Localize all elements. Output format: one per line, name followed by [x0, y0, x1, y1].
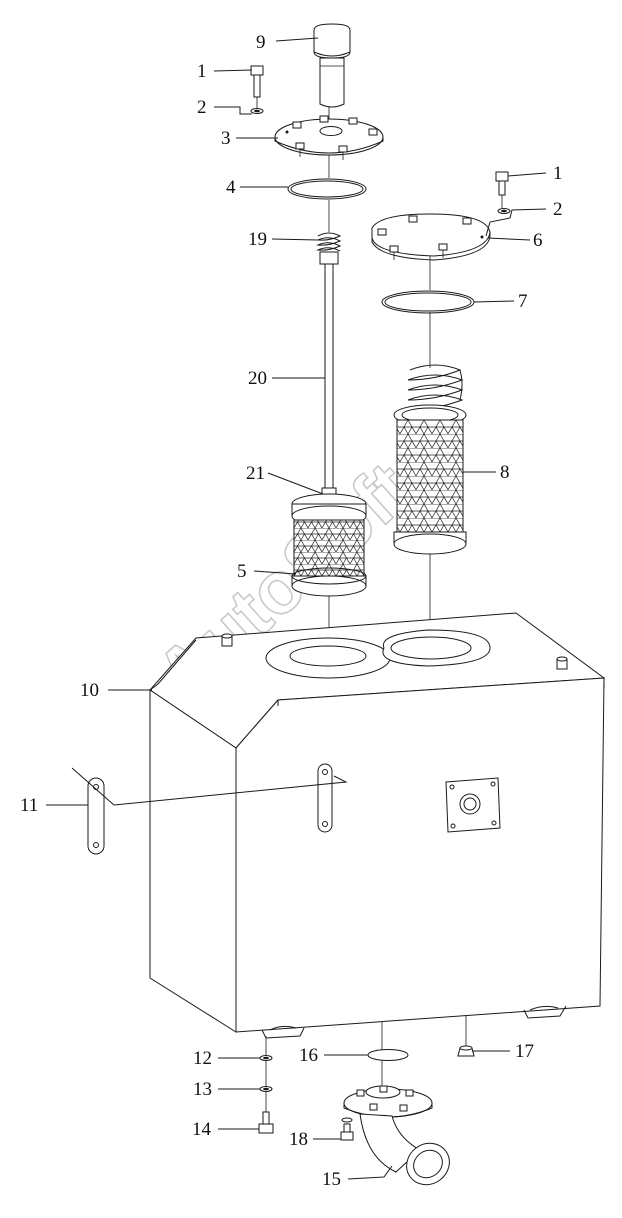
callout-11: 11	[20, 795, 38, 816]
callout-18: 18	[289, 1129, 308, 1150]
bolt-14	[258, 1111, 274, 1134]
callout-1-right: 1	[553, 163, 563, 184]
washer-13	[259, 1086, 273, 1092]
tank-body	[149, 612, 606, 1039]
bolt-18	[340, 1117, 354, 1141]
mounting-strap	[87, 777, 105, 855]
callout-14: 14	[192, 1119, 212, 1140]
callout-19: 19	[248, 229, 267, 250]
o-ring-bottom	[367, 1049, 409, 1061]
filter-element-left	[291, 487, 367, 597]
callout-6: 6	[533, 230, 543, 251]
leader-lines	[46, 37, 547, 1180]
bolt-right	[495, 171, 509, 196]
callout-12: 12	[193, 1048, 212, 1069]
callout-21: 21	[246, 463, 265, 484]
washer-right	[497, 208, 511, 214]
elbow-pipe	[343, 1085, 450, 1186]
o-ring-left	[287, 178, 367, 200]
callout-10: 10	[80, 680, 99, 701]
bracket-slot	[317, 763, 333, 833]
drain-plug	[457, 1045, 475, 1057]
callout-8: 8	[500, 462, 510, 483]
callout-3: 3	[221, 128, 231, 149]
o-ring-right	[381, 290, 475, 314]
callout-2-left: 2	[197, 97, 207, 118]
filter-element-right	[393, 364, 467, 555]
washer-left	[250, 108, 264, 114]
callout-17: 17	[515, 1041, 534, 1062]
callout-1-left: 1	[197, 61, 207, 82]
rod	[319, 251, 339, 491]
bolt-left	[250, 65, 264, 98]
callout-13: 13	[193, 1079, 212, 1100]
cover-plate-left	[274, 115, 384, 160]
callout-20: 20	[248, 368, 267, 389]
callout-7: 7	[518, 291, 528, 312]
cover-plate-right	[371, 213, 491, 261]
callout-15: 15	[322, 1169, 341, 1190]
flange-plate	[445, 777, 501, 833]
breather-cap	[313, 23, 351, 108]
callout-4: 4	[226, 177, 236, 198]
tank-opening-left	[265, 637, 391, 679]
tank-opening-right	[382, 629, 491, 667]
callout-2-right: 2	[553, 199, 563, 220]
callout-16: 16	[299, 1045, 318, 1066]
callout-9: 9	[256, 32, 266, 53]
callout-5: 5	[237, 561, 247, 582]
callout-labels: 9 1 2 3 4 19 1 2 6 7 20 8 21 5 10 11 12 …	[20, 32, 563, 1190]
washer-12	[259, 1055, 273, 1061]
small-spring	[316, 232, 342, 252]
